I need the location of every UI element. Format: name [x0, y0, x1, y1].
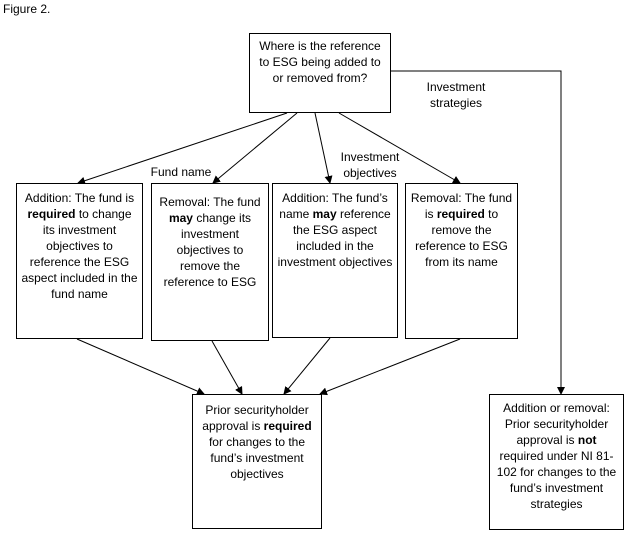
arrow-question-to-fund-addition: [77, 112, 288, 185]
objectives-removal-box: Removal: The fund is required to remove …: [405, 183, 518, 339]
edge-label-investment-strategies: Investment strategies: [426, 80, 486, 110]
approval-required-box: Prior securityholder approval is require…: [192, 394, 322, 529]
arrow-question-to-objectives-removal: [338, 112, 461, 184]
arrow-fund-addition-to-approval: [76, 338, 205, 395]
arrow-question-to-objectives-addition: [314, 112, 333, 184]
question-box: Where is the reference to ESG being adde…: [249, 33, 391, 113]
approval-not-required-box: Addition or removal: Prior securityholde…: [489, 394, 624, 530]
edge-label-investment-objectives: Investment objectives: [340, 150, 400, 180]
arrow-question-to-strategies: [391, 70, 565, 395]
edge-label-fund-name: Fund name: [150, 165, 212, 179]
question-text: Where is the reference to ESG being adde…: [259, 39, 381, 85]
objectives-addition-box: Addition: The fund’s name may reference …: [272, 183, 398, 338]
arrow-objectives-addition-to-approval: [283, 337, 331, 395]
fund-name-removal-box: Removal: The fund may change its investm…: [151, 183, 269, 341]
arrow-fund-removal-to-approval: [211, 340, 243, 395]
fund-name-addition-box: Addition: The fund is required to change…: [16, 183, 143, 339]
arrow-objectives-removal-to-approval: [319, 338, 461, 396]
figure-label: Figure 2.: [3, 2, 51, 16]
arrow-question-to-fund-removal: [212, 112, 298, 184]
